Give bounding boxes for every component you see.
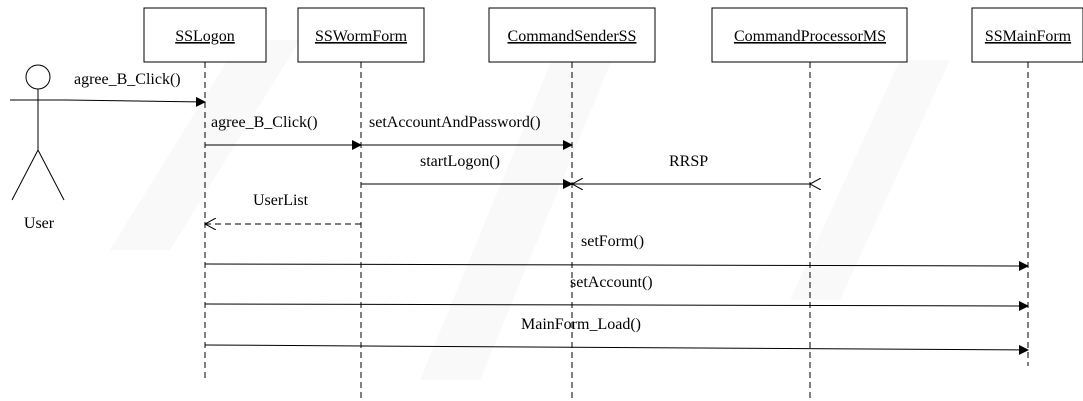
message-label: agree_B_Click()	[74, 71, 181, 88]
object-label: SSMainForm	[985, 28, 1072, 45]
message-label: UserList	[253, 192, 309, 209]
message-label: startLogon()	[420, 153, 500, 170]
object-box	[711, 7, 908, 63]
message-agree-b-click-user: agree_B_Click()	[65, 71, 206, 107]
message-label: agree_B_Click()	[211, 114, 318, 131]
object-ssmainform: SSMainForm	[971, 7, 1083, 63]
message-agree-b-click-form: agree_B_Click()	[205, 114, 362, 150]
message-arrow	[65, 96, 206, 107]
object-label: SSLogon	[175, 28, 235, 45]
object-sswormform: SSWormForm	[297, 7, 425, 63]
message-arrow	[204, 260, 1029, 271]
message-set-form: setForm()	[204, 233, 1029, 271]
message-label: MainForm_Load()	[521, 316, 641, 333]
object-label: CommandSenderSS	[508, 28, 637, 45]
object-box	[488, 7, 656, 63]
object-sslogon: SSLogon	[143, 7, 267, 63]
message-rrsp: RRSP	[572, 153, 810, 184]
object-label: CommandProcessorMS	[734, 28, 886, 45]
message-label: setAccount()	[570, 274, 653, 291]
message-label: setForm()	[581, 233, 644, 250]
object-box	[297, 7, 425, 63]
object-commandsenderss: CommandSenderSS	[488, 7, 656, 63]
message-start-logon: startLogon()	[361, 153, 573, 189]
actor-label: User	[24, 215, 55, 232]
message-user-list-return: UserList	[205, 192, 361, 224]
actor-right-leg	[37, 149, 65, 201]
actor-left-leg	[11, 149, 39, 201]
actor-user: User	[10, 64, 66, 232]
object-box	[971, 7, 1083, 63]
message-arrow	[204, 344, 1029, 355]
message-main-form-load: MainForm_Load()	[204, 316, 1029, 355]
message-arrow	[204, 300, 1029, 311]
message-label: RRSP	[669, 153, 708, 170]
message-set-account: setAccount()	[204, 274, 1029, 311]
message-set-account-and-password: setAccountAndPassword()	[361, 114, 573, 150]
object-commandprocessorms: CommandProcessorMS	[711, 7, 908, 63]
object-label: SSWormForm	[315, 28, 408, 45]
message-label: setAccountAndPassword()	[369, 114, 541, 131]
actor-head	[25, 64, 51, 90]
object-box	[143, 7, 267, 63]
